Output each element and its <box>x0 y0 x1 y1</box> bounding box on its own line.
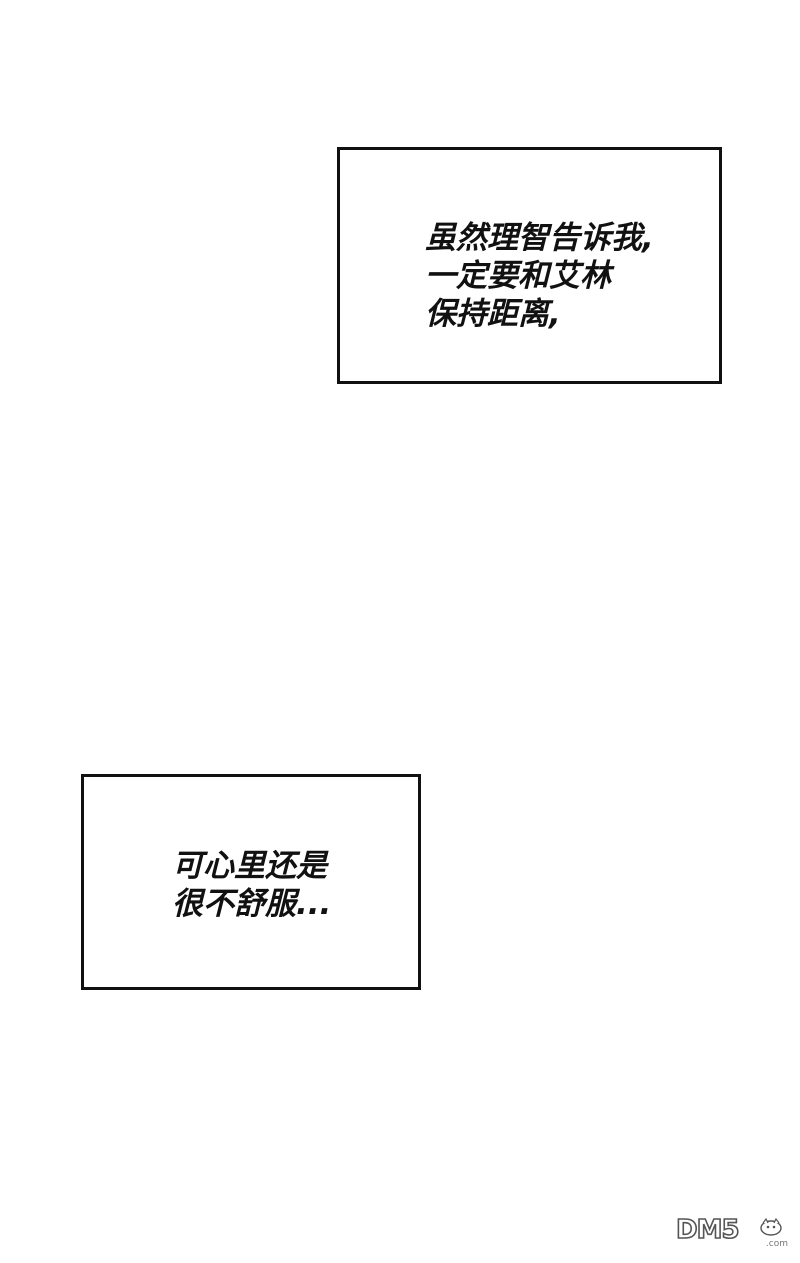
narration-line: 虽然理智告诉我, <box>425 220 654 256</box>
narration-line: 保持距离, <box>425 296 561 332</box>
narration-box-2: 可心里还是 很不舒服... <box>81 774 421 990</box>
narration-text-1: 虽然理智告诉我, 一定要和艾林 保持距离, <box>425 219 654 333</box>
watermark-domain-text: .com <box>765 1239 788 1249</box>
narration-line: 很不舒服... <box>172 886 332 922</box>
mascot-icon <box>760 1217 782 1236</box>
watermark-logo-text: DM5 <box>675 1214 740 1246</box>
narration-line: 可心里还是 <box>172 848 327 884</box>
narration-text-2: 可心里还是 很不舒服... <box>172 847 331 923</box>
dm5-watermark-logo: DM5 .com <box>675 1214 788 1249</box>
narration-box-1: 虽然理智告诉我, 一定要和艾林 保持距离, <box>337 147 722 384</box>
narration-line: 一定要和艾林 <box>425 258 611 294</box>
